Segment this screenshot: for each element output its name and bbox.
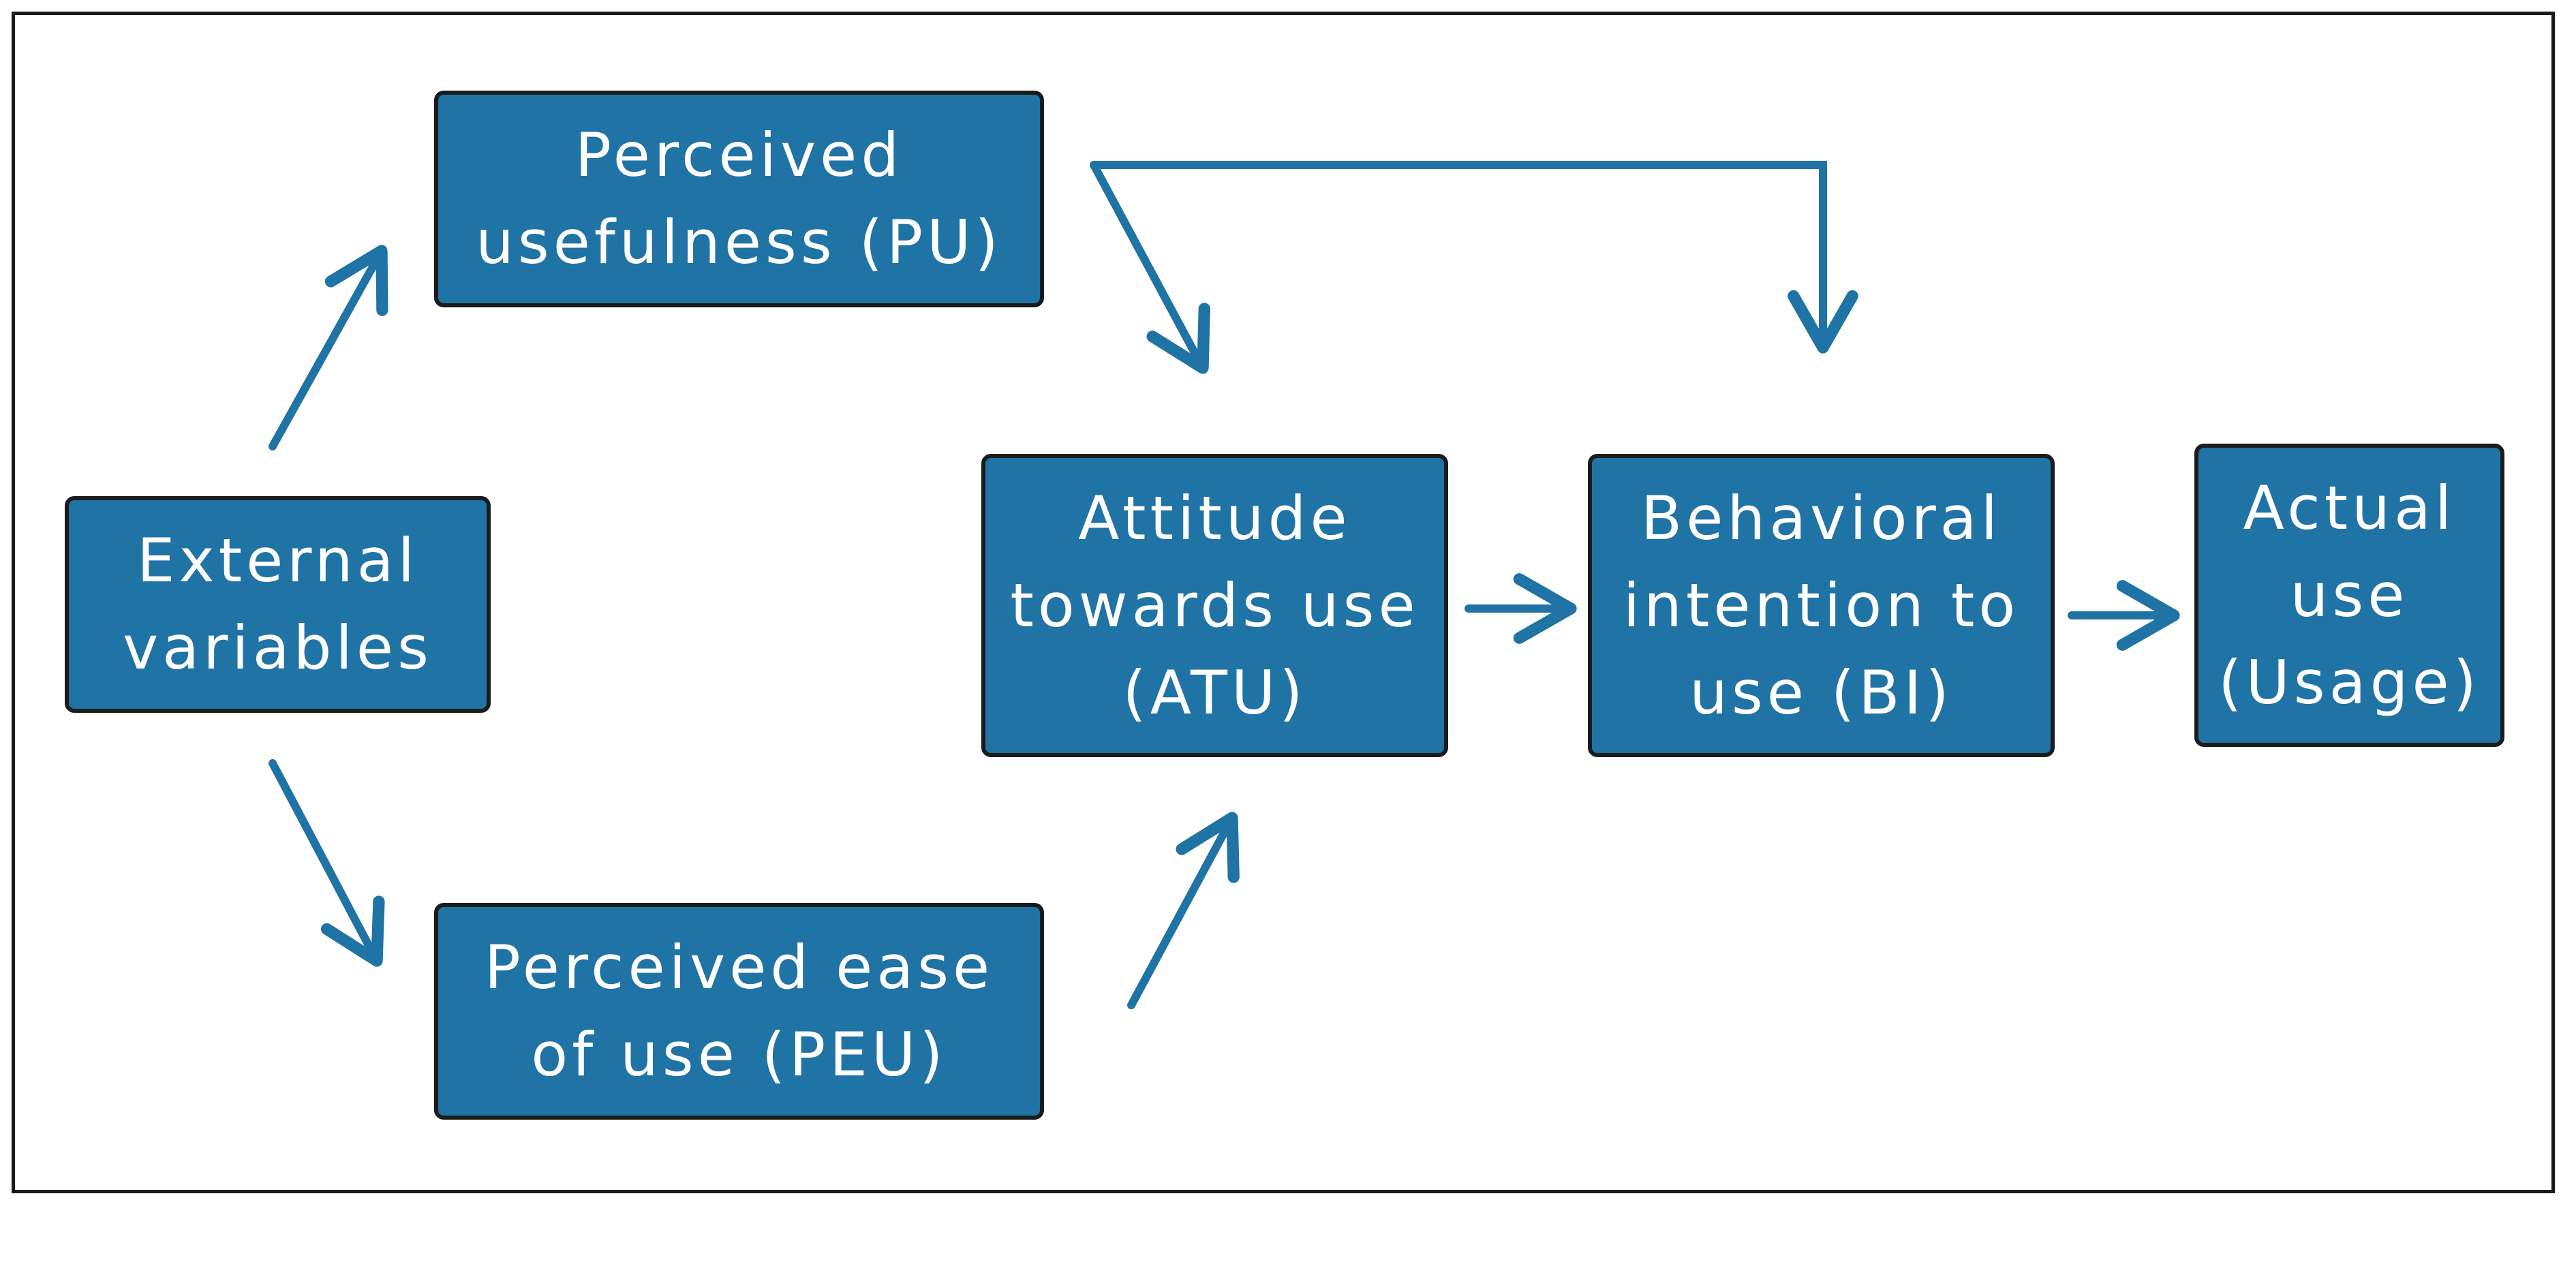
node-label-line: Behavioral bbox=[1640, 482, 2002, 553]
node-label-line: Actual bbox=[2243, 472, 2456, 543]
node-label-line: use (BI) bbox=[1689, 657, 1953, 728]
node-label-line: (Usage) bbox=[2218, 647, 2481, 718]
node-label-line: Attitude bbox=[1078, 482, 1351, 553]
node-label-line: variables bbox=[123, 613, 433, 683]
node-actual-use: Actual use (Usage) bbox=[2194, 444, 2504, 747]
node-label-line: towards use bbox=[1010, 570, 1420, 641]
node-label-line: use bbox=[2290, 559, 2409, 630]
node-label-line: Perceived ease bbox=[484, 932, 994, 1002]
node-label-line: External bbox=[136, 525, 419, 596]
node-perceived-ease-of-use: Perceived ease of use (PEU) bbox=[434, 903, 1044, 1120]
node-label-line: intention to bbox=[1623, 570, 2020, 641]
node-label-line: (ATU) bbox=[1122, 657, 1307, 728]
node-label-line: Perceived bbox=[574, 120, 904, 190]
node-label-line: usefulness (PU) bbox=[476, 207, 1002, 277]
node-label-line: of use (PEU) bbox=[531, 1019, 947, 1090]
node-external-variables: External variables bbox=[65, 496, 491, 713]
node-perceived-usefulness: Perceived usefulness (PU) bbox=[434, 91, 1044, 307]
node-attitude-towards-use: Attitude towards use (ATU) bbox=[981, 454, 1448, 757]
node-behavioral-intention: Behavioral intention to use (BI) bbox=[1588, 454, 2055, 757]
